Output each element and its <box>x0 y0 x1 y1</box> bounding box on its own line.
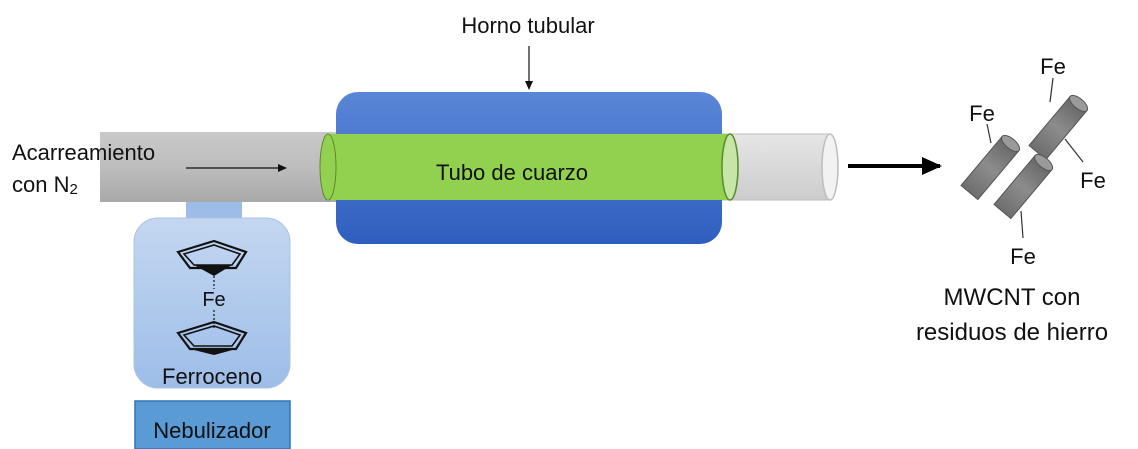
nanotube-top-right <box>1028 94 1089 161</box>
nebulizer-box <box>134 400 291 449</box>
fe-label-3: Fe <box>1080 168 1106 193</box>
quartz-tube-left-end <box>319 133 337 201</box>
ferrocene-fe-label: Fe <box>202 289 225 311</box>
cyclopentadienyl-ring-top <box>176 239 248 276</box>
nanotube-left <box>960 134 1021 201</box>
fe-leader-2 <box>1049 77 1054 103</box>
cyclopentadienyl-ring-bottom <box>176 320 248 355</box>
carrier-gas-label-line1: Acarreamiento <box>12 140 155 165</box>
product-label-line2: residuos de hierro <box>916 319 1108 346</box>
gas-inlet-pipe <box>100 132 340 202</box>
quartz-tube-right-end <box>721 133 739 201</box>
fe-label-4: Fe <box>1010 244 1036 269</box>
quartz-tube <box>328 134 730 200</box>
furnace-label: Horno tubular <box>461 13 594 38</box>
product-label-line1: MWCNT con <box>944 284 1081 311</box>
fe-leader-4 <box>1020 210 1024 239</box>
nebulizer-label: Nebulizador <box>153 418 270 443</box>
fe-leader-1 <box>986 123 992 144</box>
outlet-pipe-end <box>821 133 839 201</box>
subscript-2: 2 <box>69 181 77 198</box>
fe-leader-3 <box>1064 138 1084 163</box>
quartz-tube-label: Tubo de cuarzo <box>436 160 588 185</box>
carrier-gas-label-line2: con N2 <box>12 172 78 198</box>
fe-label-2: Fe <box>1040 54 1066 79</box>
ferrocene-label: Ferroceno <box>162 364 262 389</box>
nanotube-bottom <box>993 153 1054 220</box>
ferrocene-reservoir <box>133 217 291 389</box>
fe-label-1: Fe <box>969 101 995 126</box>
